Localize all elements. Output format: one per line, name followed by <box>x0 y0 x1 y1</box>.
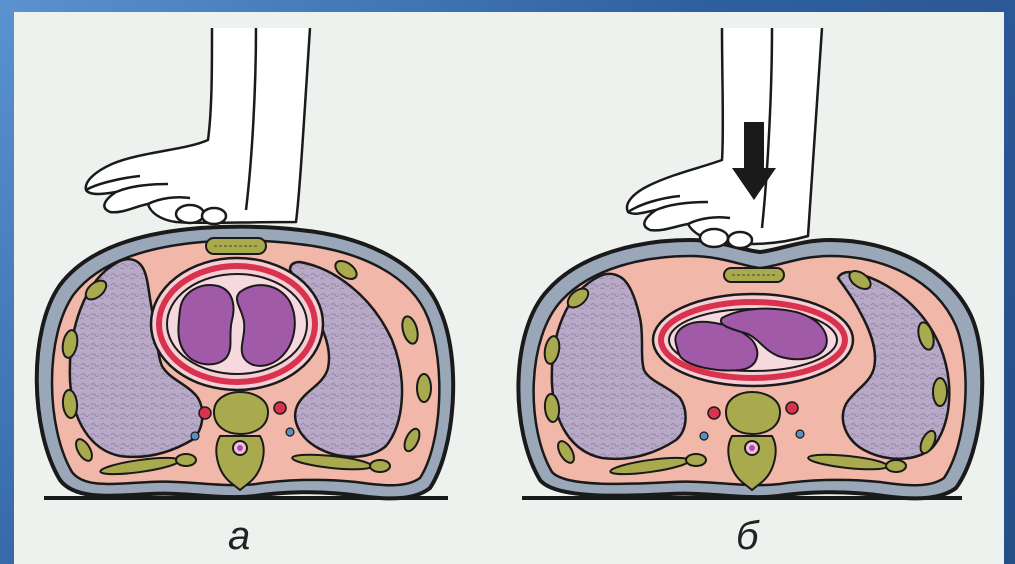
panel-label-a: а <box>228 516 250 556</box>
vertebral-body <box>726 392 780 434</box>
vein <box>286 428 294 436</box>
panel-a <box>37 28 453 498</box>
spinal-canal <box>749 445 755 451</box>
panel-b <box>518 28 982 498</box>
vertebral-body <box>214 392 268 434</box>
heart-chamber-left <box>178 285 233 364</box>
vein <box>796 430 804 438</box>
aorta <box>708 407 720 419</box>
spinal-canal <box>237 445 243 451</box>
vein <box>191 432 199 440</box>
vein <box>700 432 708 440</box>
aorta <box>199 407 211 419</box>
hand-a <box>86 28 310 224</box>
hand-b <box>627 28 822 248</box>
panel-label-b: б <box>736 516 759 556</box>
vessel <box>274 402 286 414</box>
vessel <box>786 402 798 414</box>
